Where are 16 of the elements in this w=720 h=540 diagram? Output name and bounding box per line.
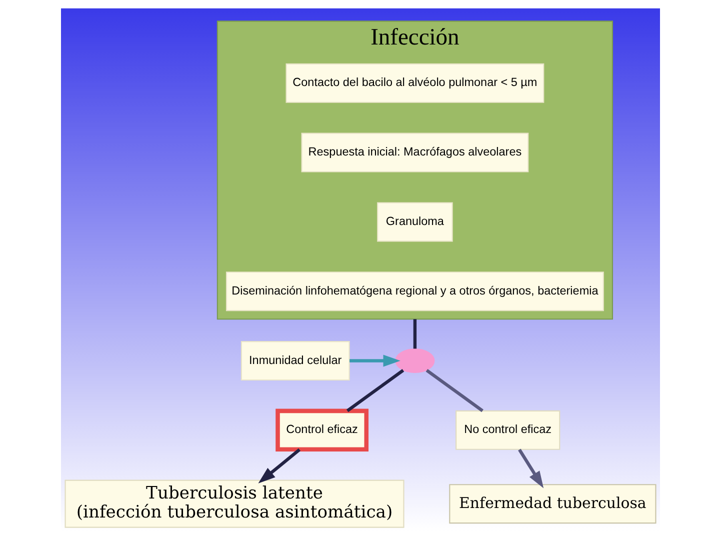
node-box: Respuesta inicial: Macrófagos alveolares xyxy=(300,132,528,172)
arrow xyxy=(349,354,400,367)
connector xyxy=(425,369,483,412)
node-ellipse xyxy=(394,348,434,374)
arrow xyxy=(518,448,544,488)
node-box: No control eficaz xyxy=(455,410,560,450)
connector xyxy=(412,319,416,349)
arrow xyxy=(258,448,300,484)
node-box: Control eficaz xyxy=(275,408,368,452)
node-box: Contacto del bacilo al alvéolo pulmonar < 5 µm xyxy=(285,63,544,103)
node-box: Enfermedad tuberculosa xyxy=(448,484,656,524)
node-box: Granuloma xyxy=(376,202,452,242)
node-box: Inmunidad celular xyxy=(240,341,350,381)
node-box: Diseminación linfohematógena regional y a otros órganos, bacteriemia xyxy=(225,272,604,312)
connector xyxy=(346,369,404,412)
node-box: Tuberculosis latente (infección tuberculosa asintomática) xyxy=(64,480,404,528)
